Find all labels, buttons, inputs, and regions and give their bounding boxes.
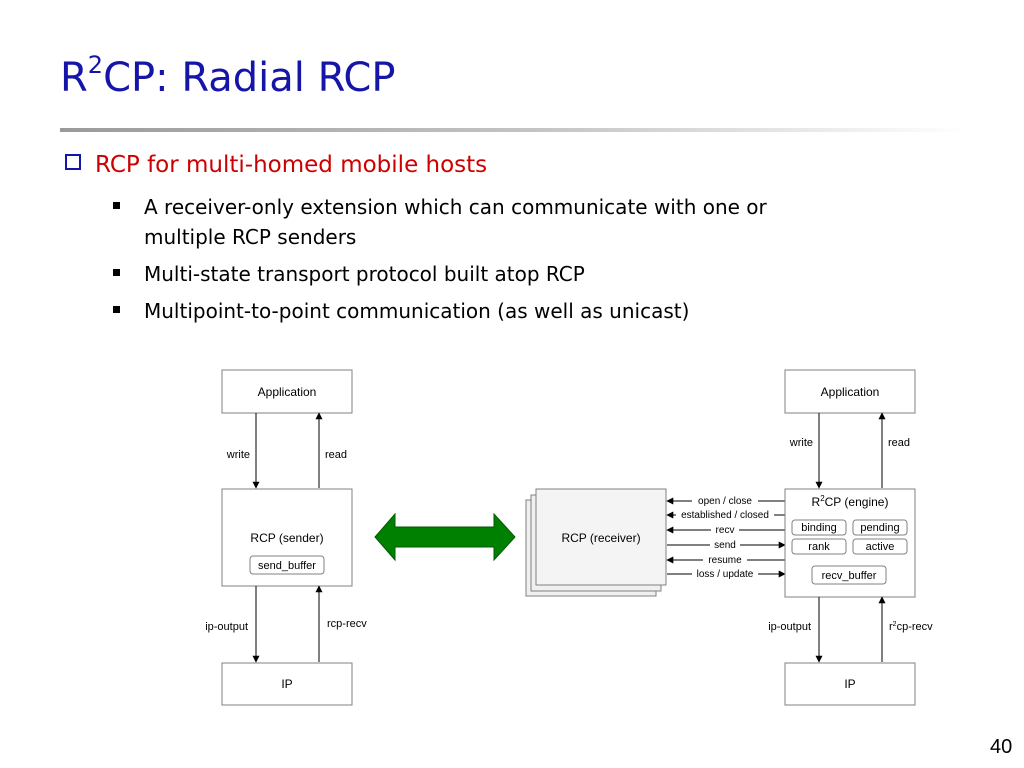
state-rank-box [791, 538, 847, 555]
engine-name-superscript: 2 [820, 494, 825, 503]
engine-ip-output-label: ip-output [768, 621, 811, 633]
title-divider [60, 128, 965, 132]
state-pending-box [852, 519, 908, 536]
slide-title: R2CP: Radial RCP [60, 52, 395, 104]
sub-bullet-3: Multipoint-to-point communication (as we… [113, 296, 689, 326]
rcp-receiver-stack: RCP (receiver) [525, 488, 667, 597]
engine-stack: Application write read R2CP (engine) bin… [768, 369, 933, 706]
engine-write-label: write [789, 437, 813, 449]
square-bullet-icon [113, 269, 120, 276]
engine-name-suffix: CP (engine) [825, 495, 889, 509]
state-active-box [852, 538, 908, 555]
sender-ip-label: IP [281, 677, 292, 691]
send-buffer-label: send_buffer [258, 560, 316, 572]
send-buffer-box [249, 555, 325, 575]
sub-bullet-1-line2: multiple RCP senders [144, 225, 357, 249]
square-bullet-icon [113, 306, 120, 313]
sender-application-box [221, 369, 353, 414]
sender-application-label: Application [258, 385, 317, 399]
signal-loss-update-label: loss / update [697, 569, 754, 580]
sender-rcp-recv-label: rcp-recv [327, 618, 367, 630]
state-rank-label: rank [808, 541, 830, 553]
engine-read-label: read [888, 437, 910, 449]
signal-label-bg [710, 539, 740, 550]
rcp-receiver-box [535, 488, 667, 586]
sub-bullet-2: Multi-state transport protocol built ato… [113, 259, 585, 289]
recv-buffer-box [811, 565, 887, 585]
bidirectional-arrow-icon [374, 512, 516, 562]
state-active-label: active [866, 541, 895, 553]
engine-recv-suffix: cp-recv [897, 621, 934, 633]
sub-bullet-2-text: Multi-state transport protocol built ato… [144, 262, 585, 286]
state-binding-label: binding [801, 522, 836, 534]
square-bullet-icon [113, 202, 120, 209]
rcp-receiver-label: RCP (receiver) [561, 531, 640, 545]
r2cp-engine-label: R2CP (engine) [812, 494, 889, 509]
engine-ip-label: IP [844, 677, 855, 691]
signal-label-bg [692, 568, 758, 579]
hollow-square-bullet-icon [65, 154, 81, 170]
signal-label-bg [676, 509, 774, 520]
sender-stack: Application write read RCP (sender) send… [205, 369, 367, 706]
engine-application-box [784, 369, 916, 414]
engine-name-prefix: R [812, 495, 821, 509]
title-suffix: CP: Radial RCP [103, 55, 396, 101]
signal-open-close-label: open / close [698, 496, 752, 507]
signal-established-closed-label: established / closed [681, 510, 769, 521]
state-binding-box [791, 519, 847, 536]
recv-buffer-label: recv_buffer [822, 570, 877, 582]
sub-bullet-1-line1: A receiver-only extension which can comm… [144, 195, 767, 219]
engine-ip-box [784, 662, 916, 706]
signal-resume-label: resume [708, 555, 742, 566]
sub-bullet-1: A receiver-only extension which can comm… [113, 192, 767, 252]
signal-send-label: send [714, 540, 736, 551]
engine-application-label: Application [821, 385, 880, 399]
sender-ip-output-label: ip-output [205, 621, 248, 633]
signal-arrows: open / close established / closed recv s… [666, 495, 786, 580]
engine-r2cp-recv-label: r2cp-recv [889, 621, 933, 633]
title-prefix: R [60, 55, 88, 101]
sender-write-label: write [226, 449, 250, 461]
state-pending-label: pending [860, 522, 899, 534]
sender-ip-box [221, 662, 353, 706]
bullet-main-text: RCP for multi-homed mobile hosts [95, 152, 488, 178]
bullet-main: RCP for multi-homed mobile hosts [65, 152, 487, 178]
sub-bullet-3-text: Multipoint-to-point communication (as we… [144, 299, 690, 323]
signal-label-bg [692, 495, 758, 506]
signal-label-bg [703, 554, 747, 565]
title-superscript: 2 [87, 50, 104, 79]
sender-read-label: read [325, 449, 347, 461]
page-number: 40 [990, 736, 1013, 758]
signal-recv-label: recv [716, 525, 735, 536]
rcp-sender-label: RCP (sender) [250, 531, 323, 545]
engine-recv-prefix: r [889, 621, 893, 633]
engine-recv-superscript: 2 [893, 621, 897, 628]
signal-label-bg [711, 524, 739, 535]
